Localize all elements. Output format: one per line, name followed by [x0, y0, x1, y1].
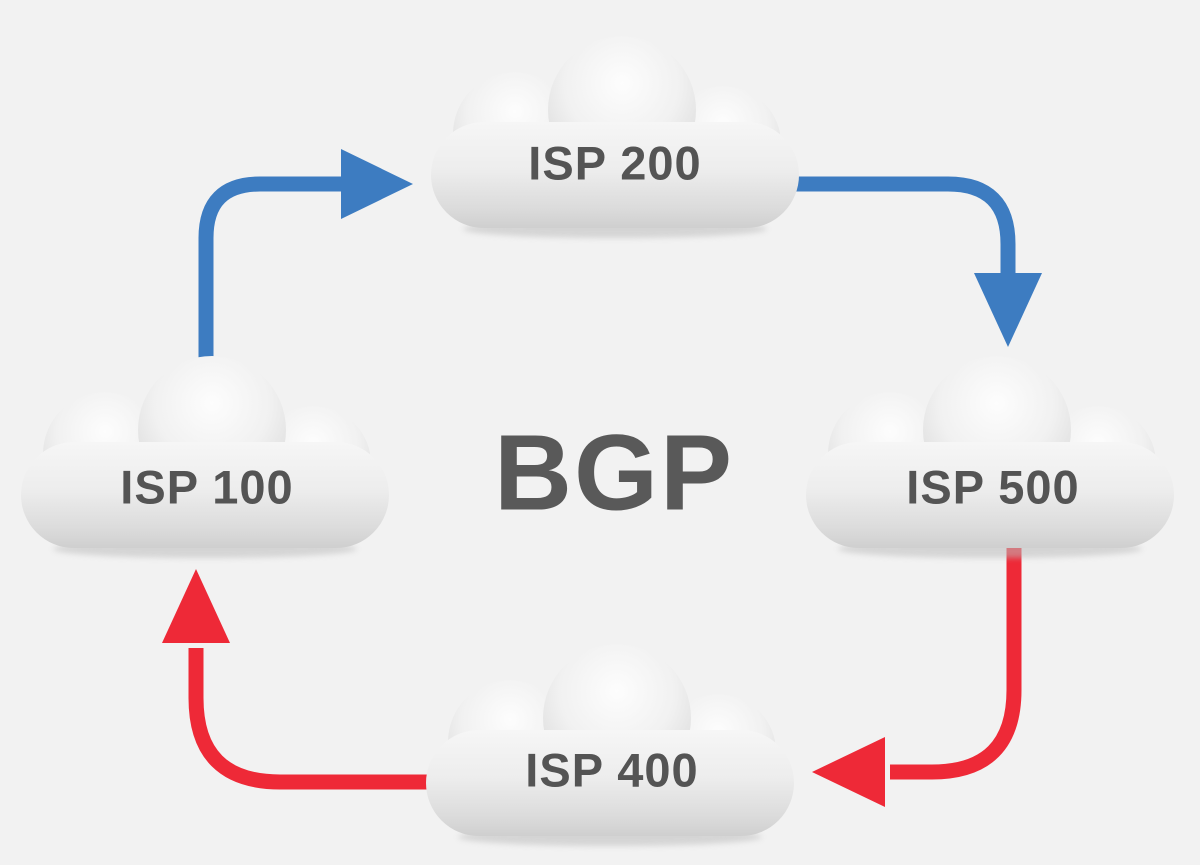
edge-isp200-to-isp500	[790, 176, 1042, 347]
node-isp-200: ISP 200	[431, 36, 799, 238]
node-isp-400-label: ISP 400	[525, 744, 698, 797]
diagram-title: BGP	[494, 412, 734, 533]
edge-isp500-to-isp400-line	[890, 540, 1022, 780]
edge-isp100-to-isp200	[198, 149, 413, 378]
edge-isp400-to-isp100-arrowhead-icon	[162, 569, 230, 643]
edge-isp400-to-isp100	[162, 569, 435, 790]
cloud-icon	[806, 356, 1174, 558]
edge-isp200-to-isp500-line	[790, 176, 1016, 278]
edge-isp500-to-isp400-arrowhead-icon	[812, 737, 885, 807]
node-isp-100: ISP 100	[21, 356, 389, 558]
edge-isp400-to-isp100-line	[188, 648, 435, 790]
node-isp-500: ISP 500	[806, 356, 1174, 558]
node-isp-500-label: ISP 500	[906, 461, 1079, 514]
node-isp-100-label: ISP 100	[120, 461, 293, 514]
edge-isp200-to-isp500-arrowhead-icon	[974, 273, 1042, 347]
edge-isp100-to-isp200-line	[198, 176, 346, 378]
cloud-icon	[21, 356, 389, 558]
node-isp-200-label: ISP 200	[528, 137, 701, 190]
edge-isp100-to-isp200-arrowhead-icon	[341, 149, 413, 219]
node-isp-400: ISP 400	[426, 644, 794, 846]
edge-isp500-to-isp400	[812, 540, 1022, 807]
